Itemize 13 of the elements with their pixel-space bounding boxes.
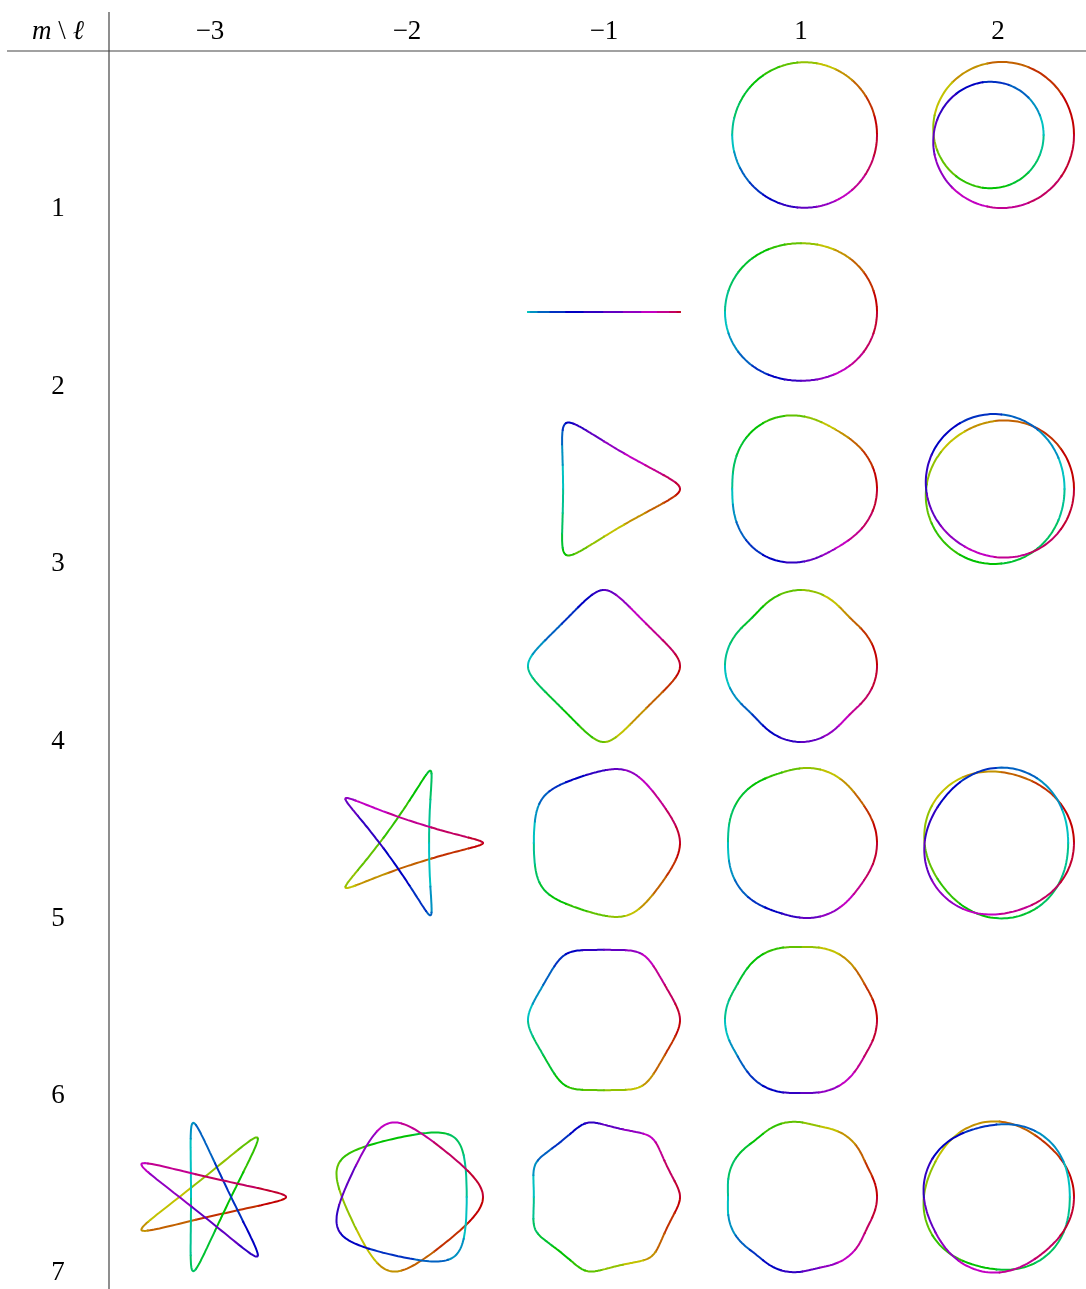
column-header: 1 bbox=[794, 14, 808, 46]
row-header: 4 bbox=[51, 724, 65, 756]
row-header: 3 bbox=[51, 546, 65, 578]
column-header: 2 bbox=[991, 14, 1005, 46]
column-header: −1 bbox=[589, 14, 619, 46]
corner-header: m \ ℓ bbox=[32, 14, 84, 46]
row-header: 5 bbox=[51, 901, 65, 933]
row-header: 7 bbox=[51, 1255, 65, 1287]
column-header: −2 bbox=[392, 14, 422, 46]
row-header: 1 bbox=[51, 191, 65, 223]
row-header: 2 bbox=[51, 369, 65, 401]
column-header: −3 bbox=[195, 14, 225, 46]
row-header: 6 bbox=[51, 1078, 65, 1110]
